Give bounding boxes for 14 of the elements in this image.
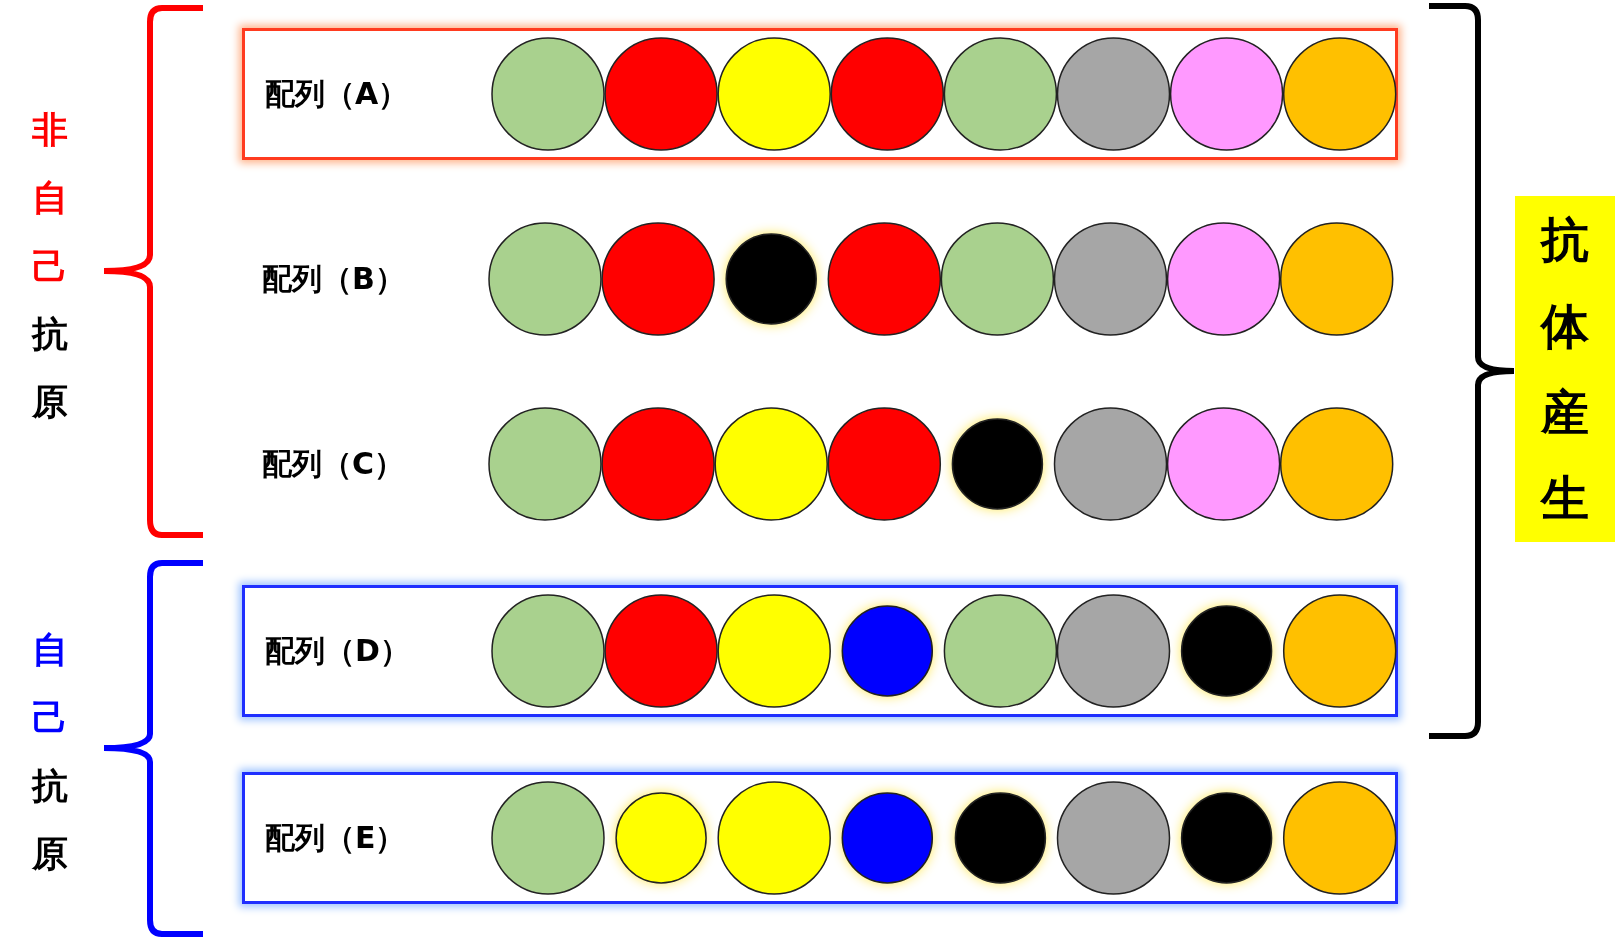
sequence-label: 配列（D） [265,631,410,670]
sequence-label: 配列（A） [265,74,409,113]
result-text: 抗体産生 [1541,210,1589,529]
group-label: 自己 [32,628,68,741]
sequence-frame [242,28,1398,160]
group-label: 抗原 [32,312,68,425]
sequence-label: 配列（E） [265,818,406,857]
sequence-frame [242,585,1398,717]
group-label: 抗原 [32,764,68,877]
sequence-label: 配列（C） [262,444,405,483]
sequence-label: 配列（B） [262,259,405,298]
group-label: 非自己 [32,108,68,289]
result-box [1515,196,1615,542]
sequence-frame [242,772,1398,904]
